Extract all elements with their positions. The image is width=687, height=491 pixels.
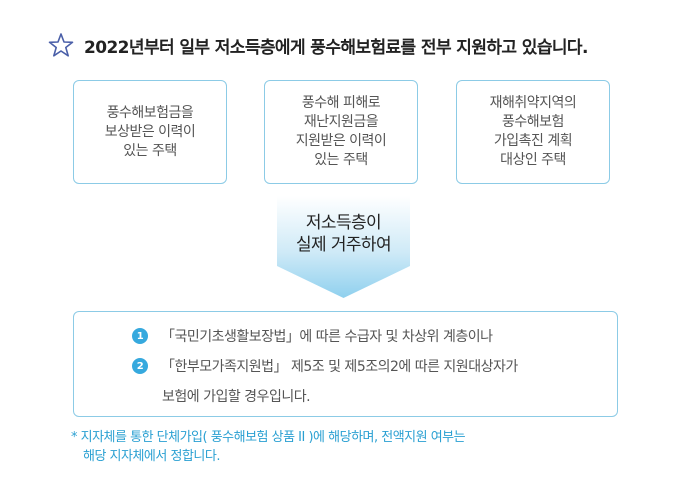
condition-card-disaster-aid: 풍수해 피해로 재난지원금을 지원받은 이력이 있는 주택 <box>264 80 418 184</box>
condition-card-vulnerable-area: 재해취약지역의 풍수해보험 가입촉진 계획 대상인 주택 <box>456 80 610 184</box>
arrow-label: 저소득층이 실제 거주하여 <box>295 213 392 255</box>
number-badge: 2 <box>132 358 148 374</box>
headline-text: 2022년부터 일부 저소득층에게 풍수해보험료를 전부 지원하고 있습니다. <box>84 37 588 58</box>
criteria-continuation: 보험에 가입할 경우입니다. <box>162 389 311 405</box>
criteria-text: 「한부모가족지원법」 제5조 및 제5조의2에 따른 지원대상자가 <box>161 359 518 375</box>
criteria-item: 1 「국민기초생활보장법」에 따른 수급자 및 차상위 계층이나 <box>132 326 493 346</box>
criteria-box: 1 「국민기초생활보장법」에 따른 수급자 및 차상위 계층이나 2 「한부모가… <box>73 311 618 417</box>
star-outline-icon <box>48 33 74 57</box>
down-arrow-shape <box>277 196 410 298</box>
criteria-item: 2 「한부모가족지원법」 제5조 및 제5조의2에 따른 지원대상자가 <box>132 356 518 376</box>
criteria-text: 「국민기초생활보장법」에 따른 수급자 및 차상위 계층이나 <box>161 329 493 345</box>
condition-card-insurance-claim: 풍수해보험금을 보상받은 이력이 있는 주택 <box>73 80 227 184</box>
footnote: * 지자체를 통한 단체가입( 풍수해보험 상품 II )에 해당하며, 전액지… <box>71 428 631 466</box>
headline: 2022년부터 일부 저소득층에게 풍수해보험료를 전부 지원하고 있습니다. <box>48 32 668 58</box>
footnote-line: * 지자체를 통한 단체가입( 풍수해보험 상품 II )에 해당하며, 전액지… <box>71 430 466 445</box>
footnote-line: 해당 지자체에서 정합니다. <box>83 449 220 464</box>
number-badge: 1 <box>132 328 148 344</box>
